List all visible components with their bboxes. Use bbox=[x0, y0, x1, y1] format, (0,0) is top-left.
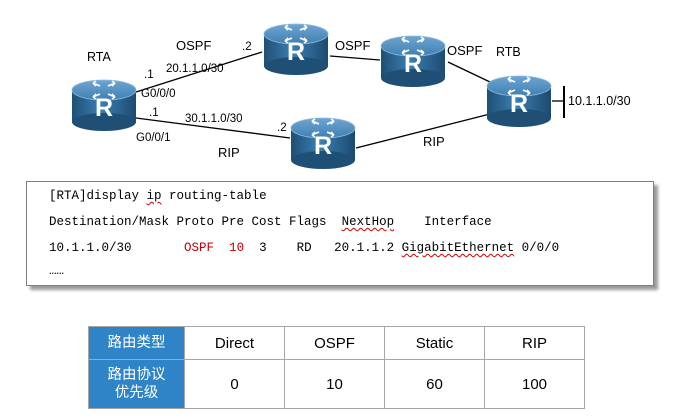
cli-header-prefix: Destination/Mask Proto Pre Cost Flags bbox=[49, 215, 342, 229]
cli-row-proto: OSPF bbox=[184, 241, 215, 255]
table-row-priority: 路由协议 优先级 0 10 60 100 bbox=[88, 359, 585, 409]
cli-route-row: 10.1.1.0/30 OSPF 10 3 RD 20.1.1.2 Gigabi… bbox=[49, 241, 559, 255]
router-rtb-icon: R bbox=[486, 75, 552, 128]
router-rta-icon: R bbox=[71, 79, 137, 132]
priority-ospf: 10 bbox=[284, 359, 385, 409]
rta-int-top-label: G0/0/0 bbox=[141, 88, 176, 100]
type-direct: Direct bbox=[184, 326, 285, 360]
cli-row-destination: 10.1.1.0/30 bbox=[49, 241, 185, 255]
table-row-types: 路由类型 Direct OSPF Static RIP bbox=[88, 326, 585, 360]
priority-header-line1: 路由协议 bbox=[107, 367, 166, 383]
cli-header-line: Destination/Mask Proto Pre Cost Flags Ne… bbox=[49, 215, 492, 229]
net-bottom-label: 30.1.1.0/30 bbox=[185, 113, 243, 125]
route-priority-table: 路由类型 Direct OSPF Static RIP 路由协议 优先级 0 1… bbox=[88, 326, 585, 409]
rbottom-ip-label: .2 bbox=[277, 122, 287, 134]
link-rtop2-rtb bbox=[447, 61, 491, 83]
rtb-network-label: 10.1.1.0/30 bbox=[568, 94, 631, 108]
svg-text:R: R bbox=[510, 90, 528, 118]
cli-row-port: 0/0/0 bbox=[514, 241, 560, 255]
cli-command-line: [RTA]display ip routing-table bbox=[49, 189, 267, 203]
type-ospf: OSPF bbox=[284, 326, 385, 360]
svg-text:R: R bbox=[287, 38, 305, 66]
network-topology: R R R R R RTA RTB OSPF 20.1.1.0/30 .1 .2… bbox=[71, 23, 631, 170]
rtop1-ip-label: .2 bbox=[242, 41, 252, 53]
cli-row-interface: GigabitEthernet bbox=[401, 241, 515, 255]
priority-header-line2: 优先级 bbox=[114, 385, 159, 401]
ospf-label-left: OSPF bbox=[176, 38, 211, 53]
cli-ellipsis: …… bbox=[49, 264, 65, 278]
type-rip: RIP bbox=[484, 326, 585, 360]
cli-row-middle: 3 RD 20.1.1.2 bbox=[244, 241, 402, 255]
priority-rip: 100 bbox=[484, 359, 585, 409]
svg-text:R: R bbox=[95, 94, 113, 122]
router-top1-icon: R bbox=[263, 23, 329, 76]
rip-label-left: RIP bbox=[218, 145, 240, 160]
priority-static: 60 bbox=[384, 359, 485, 409]
rta-bottom-ip-label: .1 bbox=[149, 107, 159, 119]
rtb-label: RTB bbox=[496, 45, 521, 59]
priority-header: 路由协议 优先级 bbox=[88, 359, 185, 409]
cli-header-nexthop: NextHop bbox=[341, 215, 395, 229]
link-rta-rbottom bbox=[135, 117, 291, 139]
link-rtop1-rtop2 bbox=[329, 55, 381, 61]
rta-int-bottom-label: G0/0/1 bbox=[136, 132, 171, 144]
svg-text:R: R bbox=[404, 50, 422, 78]
cli-command-suffix: routing-table bbox=[161, 189, 267, 203]
ospf-label-mid: OSPF bbox=[335, 38, 370, 53]
ospf-label-right: OSPF bbox=[447, 43, 482, 58]
link-rta-rtop1 bbox=[135, 51, 263, 93]
router-top2-icon: R bbox=[380, 35, 446, 88]
cli-command-ip: ip bbox=[146, 189, 162, 203]
link-rbottom-rtb bbox=[355, 113, 491, 149]
rta-label: RTA bbox=[87, 50, 112, 64]
type-static: Static bbox=[384, 326, 485, 360]
cli-command-prefix: [RTA]display bbox=[49, 189, 147, 203]
router-bottom-icon: R bbox=[290, 117, 356, 170]
links bbox=[135, 51, 565, 149]
net-top-label: 20.1.1.0/30 bbox=[166, 63, 224, 75]
cli-output-box: [RTA]display ip routing-table Destinatio… bbox=[26, 181, 654, 286]
cli-header-suffix: Interface bbox=[394, 215, 492, 229]
cli-row-preference: 10 bbox=[229, 241, 245, 255]
priority-direct: 0 bbox=[184, 359, 285, 409]
rta-top-ip-label: .1 bbox=[144, 69, 154, 81]
svg-text:R: R bbox=[314, 132, 332, 160]
route-type-header: 路由类型 bbox=[88, 326, 185, 360]
rip-label-right: RIP bbox=[423, 134, 445, 149]
